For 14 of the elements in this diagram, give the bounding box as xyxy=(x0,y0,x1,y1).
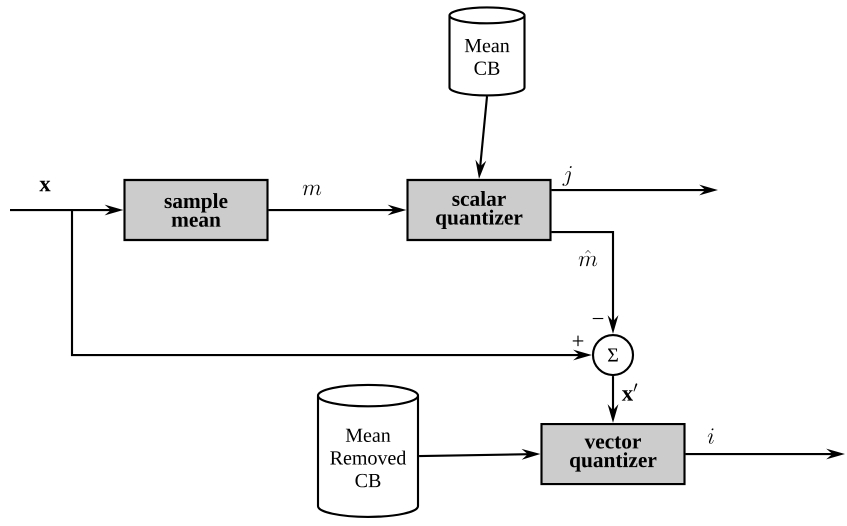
edge-label: $j$ xyxy=(562,166,572,186)
summing-junction: Σ xyxy=(592,334,634,376)
process-box: vector quantizer xyxy=(540,422,686,486)
edge-label: $\mathbf{x}$ xyxy=(39,180,51,192)
edge-label: $\hat{m}$ xyxy=(578,250,598,266)
edge-label: $m$ xyxy=(302,184,322,196)
edge-label: $\mathbf{x}'$ xyxy=(622,383,638,401)
database-cylinder: Mean CB xyxy=(448,6,526,97)
process-box: sample mean xyxy=(123,178,269,242)
database-cylinder: Mean Removed CB xyxy=(316,384,420,518)
process-box: scalar quantizer xyxy=(406,178,552,242)
sign-label: + xyxy=(572,336,584,346)
edge-label: $i$ xyxy=(708,428,714,444)
sign-label: − xyxy=(592,318,604,320)
